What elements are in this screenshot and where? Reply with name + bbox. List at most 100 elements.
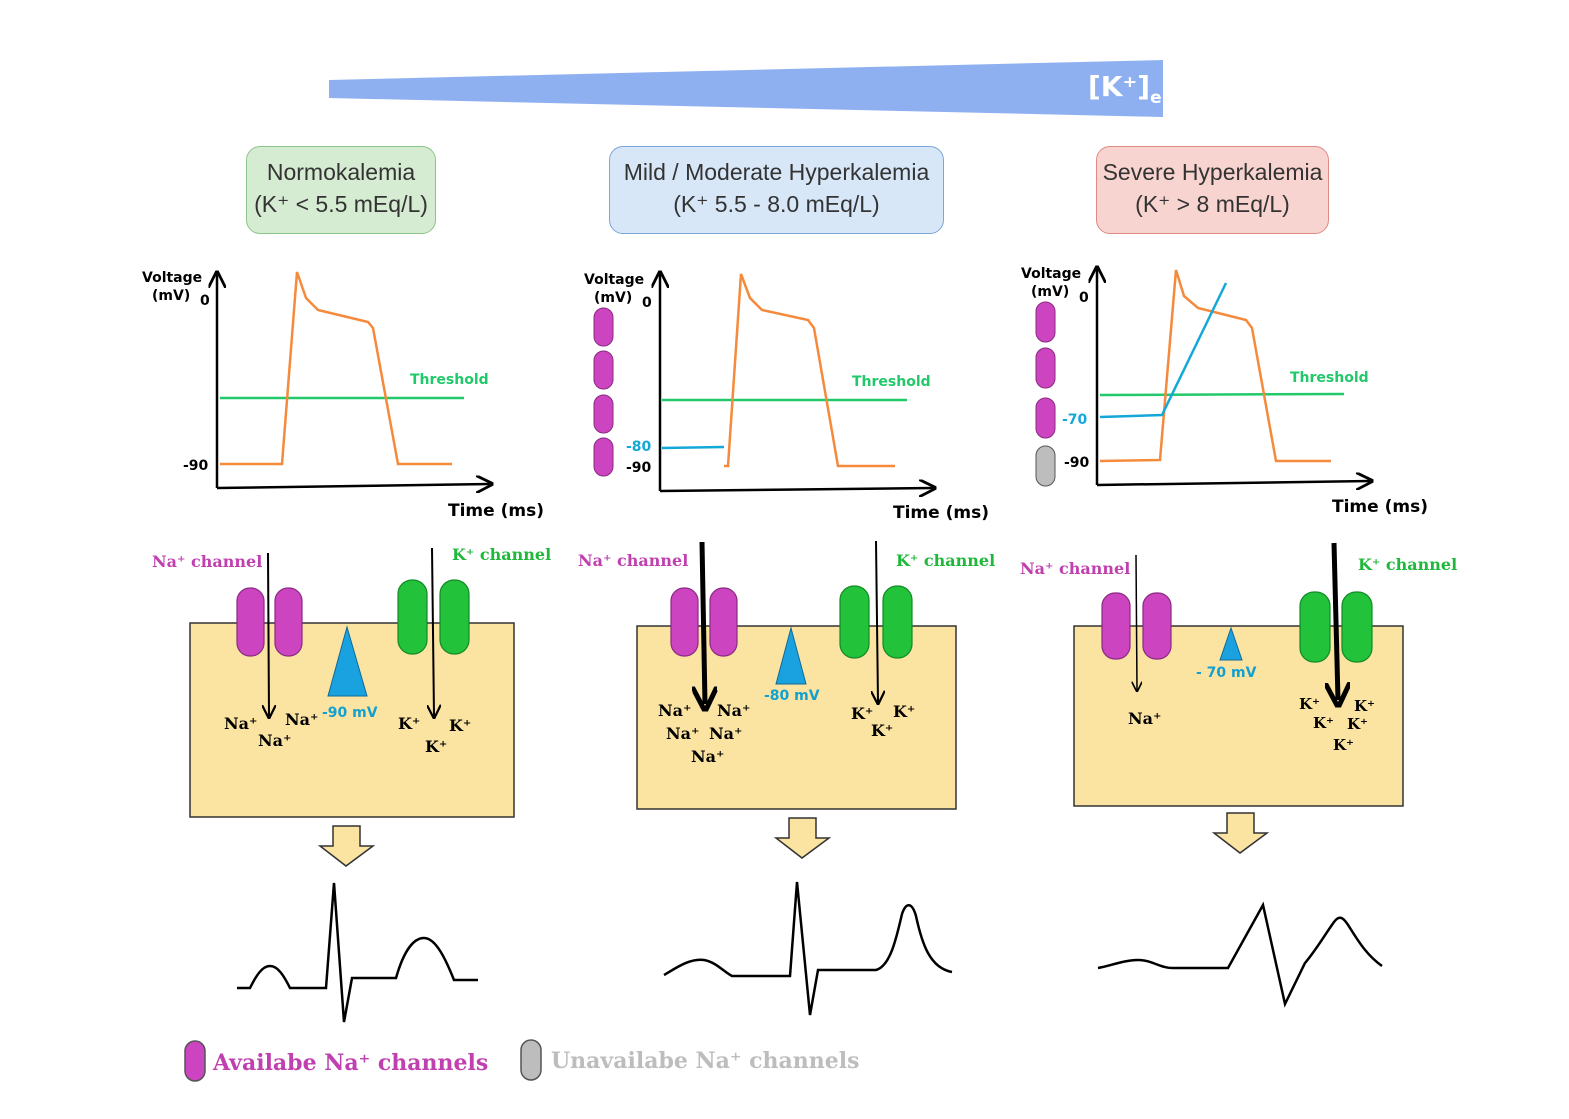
k-ion: K⁺ — [1313, 714, 1334, 732]
moderate-action-potential-graph: Voltage (mV) 0 -80 -90 Threshold Time (m… — [584, 272, 989, 523]
x-axis — [1096, 481, 1370, 485]
na-channel-subunit — [1142, 592, 1172, 660]
na-channel-label: Na⁺ channel — [152, 552, 262, 571]
available-channel-pill — [1035, 347, 1056, 389]
na-channel-label: Na⁺ channel — [1020, 559, 1130, 578]
na-ion: Na⁺ — [666, 724, 699, 743]
threshold-label: Threshold — [410, 372, 489, 388]
k-ion: K⁺ — [398, 714, 420, 733]
na-channel-subunit — [236, 587, 265, 657]
membrane-potential-triangle — [327, 625, 368, 697]
k-ion: K⁺ — [1347, 715, 1368, 733]
available-channel-pill — [593, 307, 614, 347]
normokalemia-box: Normokalemia (K⁺ < 5.5 mEq/L) — [246, 146, 436, 234]
shifted-rest-tick: -70 — [1062, 412, 1088, 428]
shifted-rest-tick: -80 — [626, 439, 652, 455]
normokalemia-title: Normokalemia — [266, 159, 416, 185]
normokalemia-cell-diagram: -90 mV Na⁺ channel K⁺ channel Na⁺ Na⁺ Na… — [152, 545, 551, 818]
na-channel-subunit — [274, 587, 303, 657]
moderate-hyperkalemia-box: Mild / Moderate Hyperkalemia (K⁺ 5.5 - 8… — [609, 146, 944, 234]
k-channel-subunit — [397, 579, 428, 655]
rest-tick: -90 — [626, 460, 652, 476]
k-ion: K⁺ — [1354, 697, 1375, 715]
na-influx-arrow-bold — [702, 541, 705, 704]
action-potential-curve — [1099, 269, 1331, 463]
y-axis-unit: (mV) — [1031, 284, 1069, 300]
k-channel-label: K⁺ channel — [896, 551, 995, 570]
y-axis-label: Voltage — [142, 270, 202, 286]
available-channel-pill — [593, 437, 614, 477]
x-axis-label: Time (ms) — [893, 503, 989, 523]
na-channel-subunit — [709, 587, 738, 657]
k-ion: K⁺ — [449, 716, 471, 735]
zero-tick: 0 — [642, 295, 652, 311]
na-influx-arrow-thin — [1136, 554, 1137, 690]
available-channel-pill — [1035, 301, 1056, 343]
na-ion: Na⁺ — [224, 714, 257, 733]
y-axis-unit: (mV) — [594, 290, 632, 306]
k-ion: K⁺ — [1333, 736, 1354, 754]
unavailable-channel-legend-icon — [520, 1039, 542, 1081]
action-potential-curve — [220, 271, 452, 466]
na-ion: Na⁺ — [717, 701, 750, 720]
available-channel-pill — [593, 350, 614, 390]
k-ion: K⁺ — [871, 721, 893, 740]
y-axis-label: Voltage — [1021, 266, 1081, 282]
threshold-label: Threshold — [1290, 370, 1369, 386]
rest-tick: -90 — [1064, 455, 1090, 471]
k-channel-subunit — [839, 585, 870, 659]
k-ion: K⁺ — [893, 702, 915, 721]
k-channel-label: K⁺ channel — [1358, 555, 1457, 574]
zero-tick: 0 — [200, 293, 210, 309]
k-channel-label: K⁺ channel — [452, 545, 551, 564]
k-channel-subunit — [1341, 591, 1373, 663]
membrane-potential-triangle — [1219, 626, 1243, 661]
k-efflux-arrow — [432, 547, 434, 716]
membrane-potential-triangle — [775, 626, 807, 685]
na-influx-arrow — [268, 552, 269, 716]
unavailable-channel-pill — [1035, 445, 1056, 487]
moderate-cell-diagram: -80 mV Na⁺ channel K⁺ channel Na⁺ Na⁺ Na… — [578, 540, 995, 810]
severe-cell-diagram: - 70 mV Na⁺ channel K⁺ channel Na⁺ K⁺ K⁺… — [1020, 542, 1457, 807]
available-channel-legend-label: Availabe Na⁺ channels — [212, 1050, 488, 1076]
available-channel-pill — [1035, 397, 1056, 439]
na-ion: Na⁺ — [285, 710, 318, 729]
k-ion: K⁺ — [1299, 695, 1320, 713]
k-ion: K⁺ — [425, 737, 447, 756]
na-channel-subunit — [670, 587, 699, 657]
x-axis — [659, 488, 933, 491]
y-axis-unit: (mV) — [152, 288, 190, 304]
moderate-hyperkalemia-title: Mild / Moderate Hyperkalemia — [623, 159, 930, 185]
rest-tick: -90 — [183, 458, 209, 474]
normokalemia-action-potential-graph: Voltage (mV) 0 -90 Threshold Time (ms) — [142, 270, 544, 521]
na-ion: Na⁺ — [258, 731, 291, 750]
normokalemia-range: (K⁺ < 5.5 mEq/L) — [254, 191, 428, 217]
k-channel-subunit — [439, 579, 470, 655]
down-arrow-icon — [1211, 812, 1270, 854]
k-channel-subunit — [882, 585, 913, 659]
potassium-gradient-wedge: [K⁺]e — [329, 60, 1163, 117]
severe-hyperkalemia-title: Severe Hyperkalemia — [1102, 159, 1323, 185]
available-channel-legend-icon — [184, 1040, 206, 1082]
membrane-potential-label: - 70 mV — [1196, 665, 1257, 681]
unavailable-channel-legend-label: Unavailabe Na⁺ channels — [551, 1048, 860, 1074]
na-channel-label: Na⁺ channel — [578, 551, 688, 570]
threshold-line — [1099, 392, 1345, 397]
na-ion: Na⁺ — [658, 701, 691, 720]
threshold-label: Threshold — [852, 374, 931, 390]
x-axis-label: Time (ms) — [1332, 497, 1428, 517]
x-axis — [216, 484, 490, 488]
na-ion: Na⁺ — [1128, 709, 1161, 728]
available-channel-pill — [593, 394, 614, 434]
resting-potential-line — [661, 445, 725, 450]
k-efflux-arrow-bold — [1334, 542, 1338, 700]
sine-wave-ecg-trace — [1097, 901, 1383, 1008]
membrane-potential-label: -80 mV — [764, 688, 820, 704]
severe-hyperkalemia-box: Severe Hyperkalemia (K⁺ > 8 mEq/L) — [1096, 146, 1329, 234]
na-ion: Na⁺ — [691, 747, 724, 766]
na-channel-subunit — [1101, 592, 1131, 660]
na-ion: Na⁺ — [709, 724, 742, 743]
zero-tick: 0 — [1079, 290, 1089, 306]
gradient-label: [K⁺]e — [1088, 70, 1162, 108]
depolarized-resting-line — [1099, 282, 1228, 419]
